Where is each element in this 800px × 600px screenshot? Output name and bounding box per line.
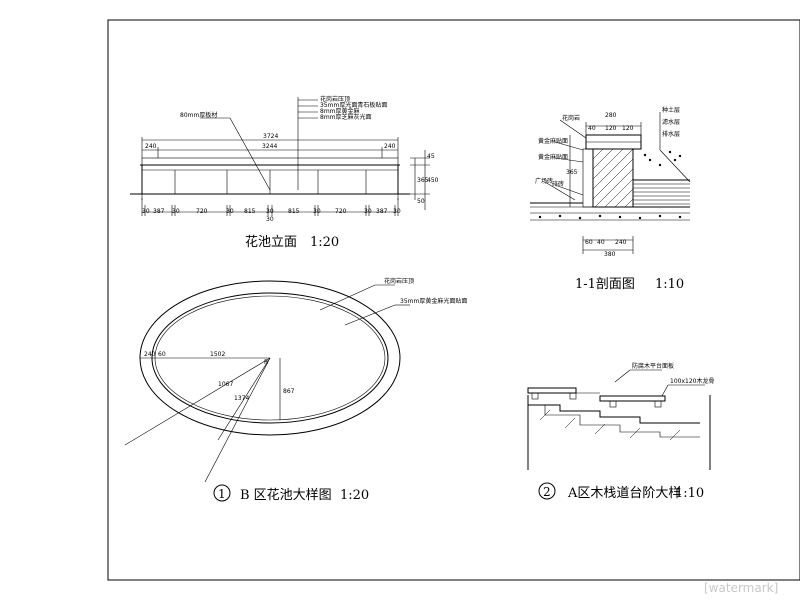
elev-callout-4: 8mm厚芝麻灰光面 [320,113,372,121]
elev-dim-b11: 387 [376,208,388,215]
plan-drawing [124,280,410,483]
elev-dim-b12: 30 [393,208,401,215]
elev-dim-b9: 720 [335,208,347,215]
plan-callout-0: 花岗岩压顶 [384,277,414,285]
elev-dim-b10: 30 [364,208,372,215]
sec-label-r2: 排水层 [662,130,680,138]
step-scale: 1:10 [675,486,704,501]
plan-callout-1: 35mm厚黄金麻光面贴面 [400,297,467,305]
elev-dim-total: 3724 [263,133,278,140]
plan-number-circle [213,484,231,502]
elev-title: 花池立面 [245,234,297,250]
plan-dim-2: 1502 [210,351,225,358]
plan-dim-1: 60 [158,351,166,358]
sec-dim-t0: 280 [605,112,617,119]
elev-callout-left: 80mm厚板材 [180,111,217,119]
sec-dim-b1: 40 [597,239,605,246]
step-callout-1: 100x120木龙骨 [670,377,714,385]
section-drawing [530,112,691,254]
step-callout-0: 防腐木平台面板 [632,362,674,370]
sec-label-l3: 广场砖 [535,177,553,185]
elev-dim-b4: 30 [226,208,234,215]
sec-label-l2: 黄金麻贴面 [538,153,568,161]
elevation-drawing [130,97,430,216]
sheet-border [107,19,800,581]
elev-dim-b6: 30 [266,208,274,215]
elev-dim-b0: 30 [142,208,150,215]
plan-dim-4: 1374 [234,395,249,402]
sec-label-r0: 种土层 [662,106,680,114]
plan-dim-6: 867 [283,388,295,395]
elev-scale: 1:20 [310,235,339,250]
plan-dim-0: 240 [144,351,156,358]
sec-label-l0: 花岗岩 [562,114,580,122]
sec-title: 1-1剖面图 [575,277,635,292]
sec-dim-b2: 240 [615,239,627,246]
plan-title: B 区花池大样图 [240,487,332,503]
elev-dim-inner: 3244 [262,143,277,150]
sec-dim-b3: 380 [604,251,616,258]
plan-dim-3: 1067 [218,381,233,388]
step-drawing [527,369,711,470]
step-number: 2 [543,485,551,499]
sec-dim-t1: 40 [588,125,596,132]
elev-callout-3: 8mm厚黄金麻 [320,107,360,115]
sec-label-r1: 滤水层 [662,118,680,126]
sec-label-l1: 黄金麻贴面 [538,137,568,145]
elev-dim-b5: 815 [244,208,256,215]
step-number-circle [538,482,556,500]
sec-label-l4: 碎砖 [552,180,564,188]
sec-scale: 1:10 [655,277,684,292]
elev-dim-r3: 50 [417,198,425,205]
sec-dim-t2: 120 [605,125,617,132]
elev-dim-side-right: 240 [384,143,396,150]
elev-dim-b1: 387 [153,208,165,215]
elev-dim-r0: 45 [427,153,435,160]
elev-dim-b7: 815 [288,208,300,215]
elev-dim-r2: 450 [427,177,439,184]
sec-dim-vert: 365 [566,169,578,176]
elev-dim-center: 30 [266,216,274,223]
elev-dim-b3: 720 [196,208,208,215]
step-title: A区木栈道台阶大样 [567,486,681,501]
elev-dim-side-left: 240 [145,143,157,150]
elev-dim-b2: 30 [172,208,180,215]
plan-number: 1 [218,487,226,501]
elev-callout-2: 35mm厚光面青石板贴面 [320,101,387,109]
elev-callout-1: 花岗岩压顶 [320,95,350,103]
plan-dim-5: R [264,359,268,366]
sec-dim-t3: 120 [622,125,634,132]
plan-scale: 1:20 [340,488,369,503]
elev-dim-r1: 365 [417,177,429,184]
sec-dim-b0: 60 [585,239,593,246]
elev-dim-b8: 30 [313,208,321,215]
watermark: [watermark] [704,581,778,595]
